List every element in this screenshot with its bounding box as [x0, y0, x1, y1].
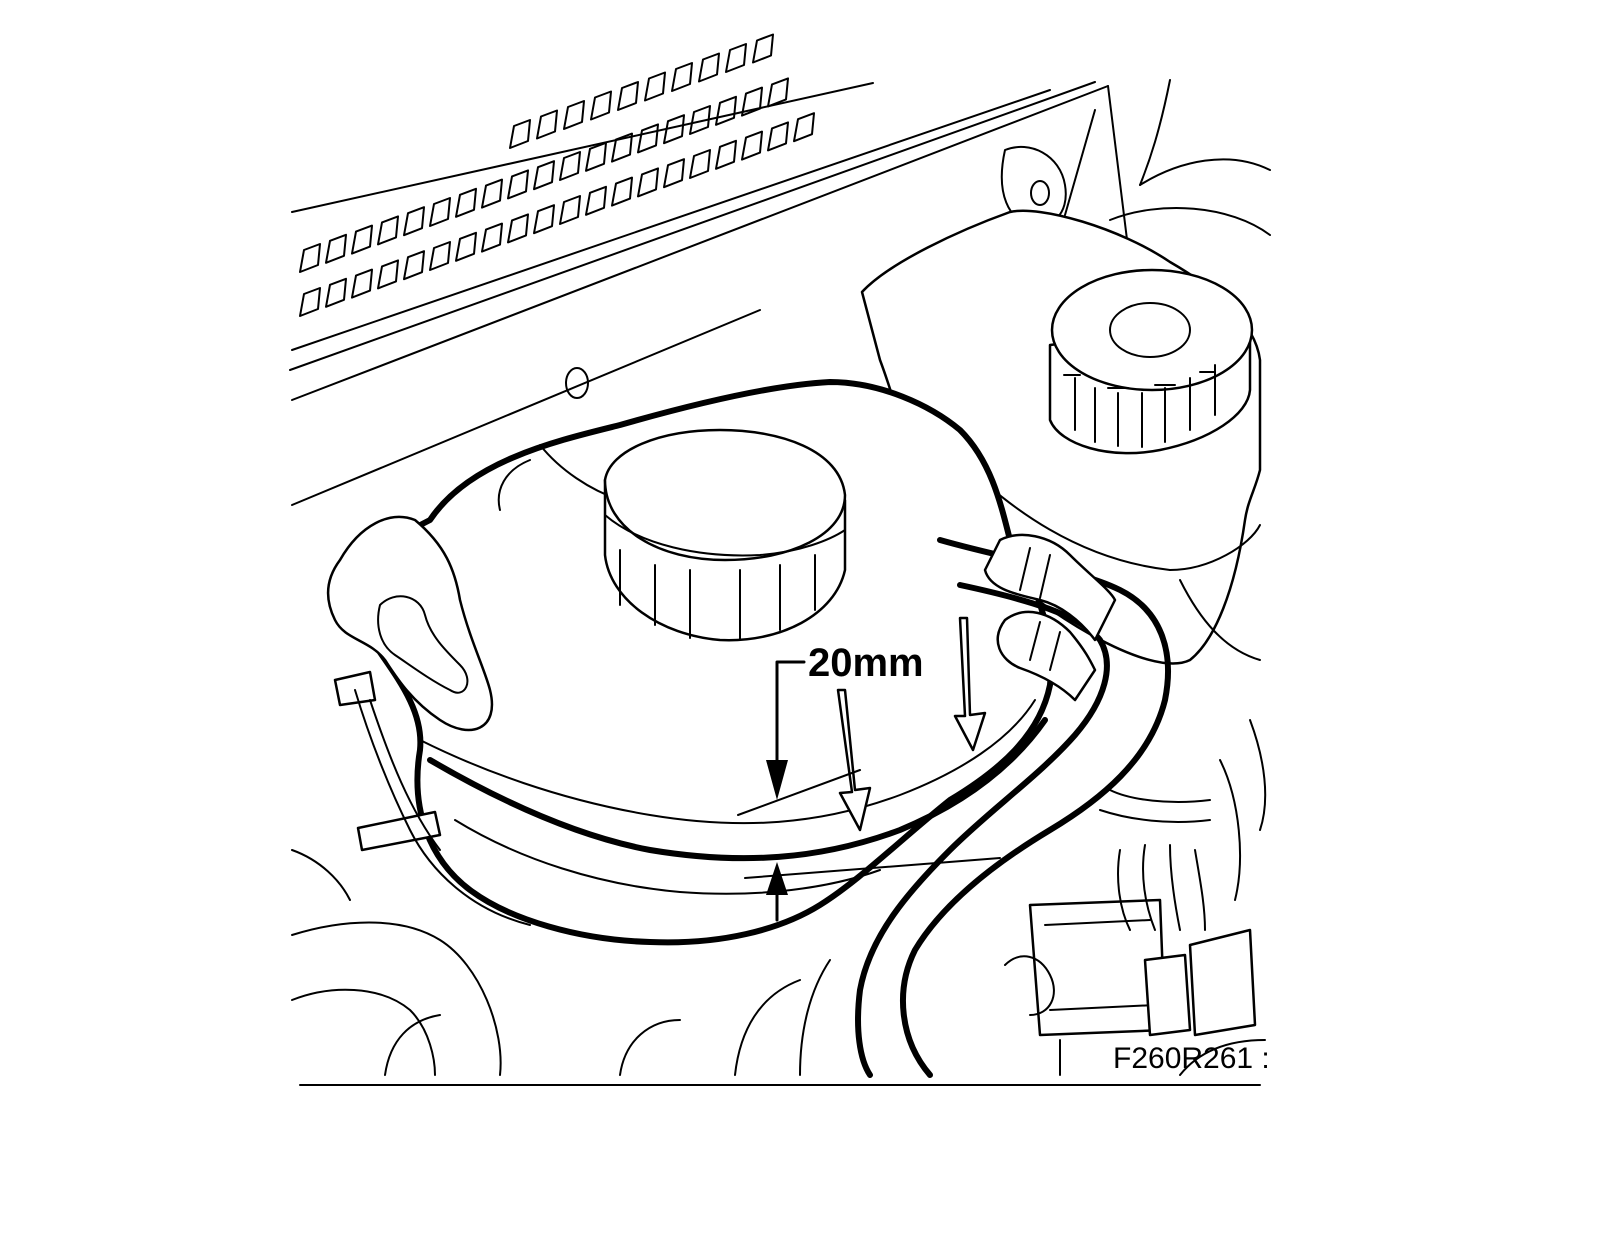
expansion-tank-cap: [603, 428, 847, 642]
grille-slot: [429, 241, 451, 271]
grille-slot: [611, 132, 633, 163]
grille-slot: [507, 213, 529, 244]
grille-slot: [299, 243, 321, 273]
grille-slot: [715, 95, 737, 126]
grille-slot: [563, 100, 585, 130]
grille-slot: [585, 185, 607, 216]
grille-slot: [663, 158, 685, 189]
grille-slot: [637, 167, 659, 198]
grille-slot: [698, 52, 720, 83]
upper-frame: [291, 79, 1271, 506]
lower-components: [291, 719, 1267, 1076]
dimension-marker: [744, 660, 1001, 922]
grille-slot: [741, 130, 763, 161]
grille-slot: [509, 119, 531, 149]
grille-slot: [455, 231, 477, 262]
figure-code: F260R261 :: [1113, 1042, 1270, 1075]
grille-slot: [533, 204, 555, 235]
grille-slot: [741, 86, 763, 117]
grille-slot: [481, 222, 503, 253]
grille-slot: [351, 268, 373, 299]
grille-slot: [752, 33, 774, 64]
brake-reservoir-cap: [1048, 268, 1254, 455]
grille-slot: [671, 62, 693, 92]
grille-slot: [617, 81, 639, 111]
grille-slot: [644, 71, 666, 102]
grille-slot: [325, 277, 347, 308]
expansion-tank: [351, 379, 1054, 946]
grille-slot: [351, 224, 373, 255]
grille-slot: [299, 287, 321, 317]
grille-slot: [507, 169, 529, 200]
grille-slot: [689, 105, 711, 135]
grille-slot: [377, 259, 399, 290]
wiring-connector: [1004, 789, 1257, 1037]
grille-slot: [559, 195, 581, 225]
grille-slot: [403, 250, 425, 281]
grille-slot: [533, 160, 555, 191]
grille-slot: [536, 109, 558, 140]
radiator-grille: [289, 33, 1096, 371]
hose-connectors: [983, 533, 1117, 702]
grille-slot: [767, 77, 789, 108]
grille-slot: [481, 178, 503, 209]
grille-slot: [715, 139, 737, 170]
grille-slot: [637, 123, 659, 154]
grille-slot: [767, 121, 789, 152]
grille-slot: [403, 206, 425, 237]
grille-slot: [590, 90, 612, 121]
grille-slot: [455, 187, 477, 218]
grille-slot: [559, 151, 581, 181]
grille-slots: [299, 33, 815, 317]
grille-slot: [377, 215, 399, 246]
grille-slot: [325, 233, 347, 264]
grille-slot: [689, 149, 711, 179]
dimension-label: 20mm: [808, 641, 924, 685]
grille-slot: [585, 141, 607, 172]
level-arrows: [737, 616, 987, 832]
grille-slot: [793, 112, 815, 143]
grille-slot: [663, 114, 685, 145]
grille-slot: [611, 176, 633, 207]
grille-slot: [429, 197, 451, 227]
left-bracket: [326, 515, 531, 926]
grille-slot: [725, 43, 747, 73]
